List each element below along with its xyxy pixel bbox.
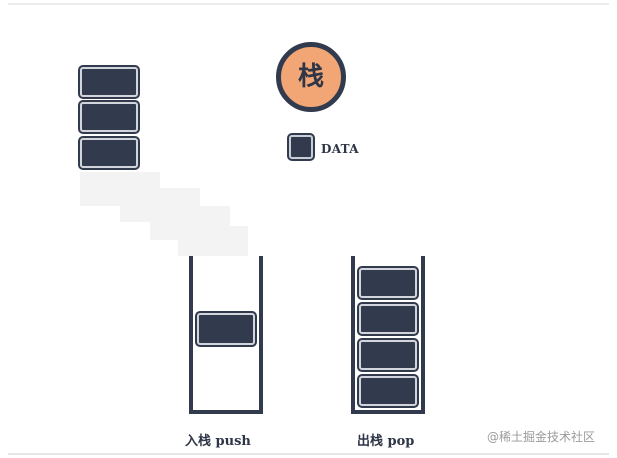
watermark-text: @稀土掘金技术社区 xyxy=(487,430,596,444)
stack-title-text: 栈 xyxy=(297,62,324,92)
bottom-border xyxy=(8,453,609,455)
push-data-block xyxy=(197,313,255,345)
motion-trail xyxy=(178,226,248,256)
push-stack-right-wall xyxy=(259,256,263,414)
push-stack-left-wall xyxy=(189,256,193,414)
legend-data-label: DATA xyxy=(321,142,359,156)
pop-stack-left-wall xyxy=(351,256,355,414)
source-data-block xyxy=(80,138,138,168)
source-data-block xyxy=(80,67,138,97)
push-stack-bottom xyxy=(189,410,263,414)
source-data-block xyxy=(80,102,138,132)
pop-stack-bottom xyxy=(351,410,425,414)
pop-data-block xyxy=(359,268,417,298)
pop-stack-right-wall xyxy=(421,256,425,414)
legend-data-swatch xyxy=(287,133,315,161)
top-border xyxy=(8,3,609,5)
pop-data-block xyxy=(359,340,417,370)
stack-title-badge: 栈 xyxy=(276,42,346,112)
pop-data-block xyxy=(359,304,417,334)
pop-data-block xyxy=(359,376,417,406)
pop-caption: 出栈 pop xyxy=(357,434,415,449)
push-caption: 入栈 push xyxy=(185,434,251,449)
